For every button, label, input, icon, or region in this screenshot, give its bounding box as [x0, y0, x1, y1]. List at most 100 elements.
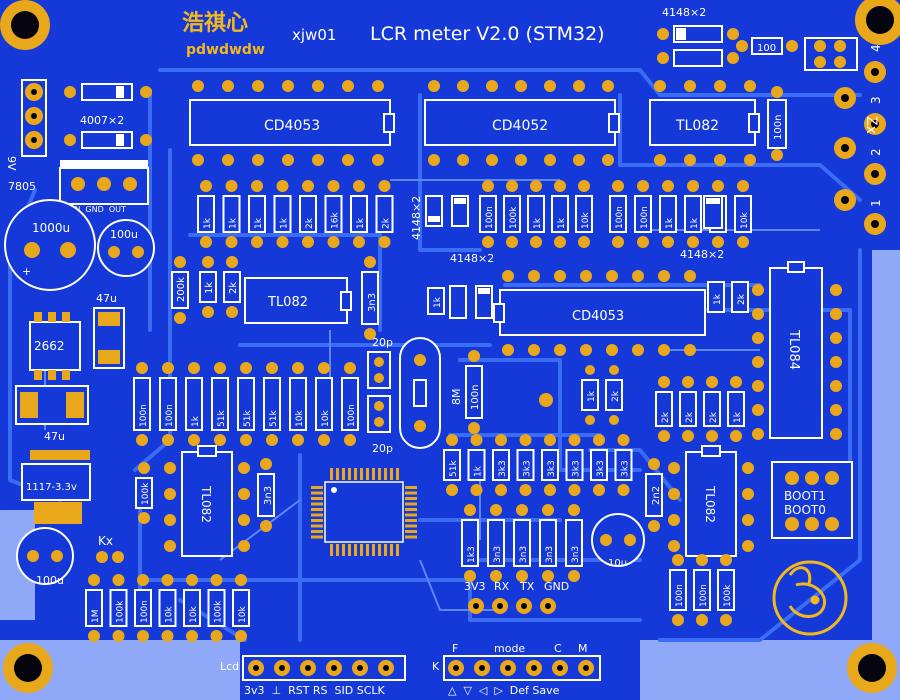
cap-20p-a-label: 20p: [372, 336, 393, 349]
resistor-value: 51k: [449, 460, 459, 477]
resistor-value: 2k: [709, 411, 719, 423]
kx-pads: [96, 551, 124, 563]
ic-2662: [29, 312, 81, 380]
resistor-value: 1k3: [467, 546, 477, 563]
key-label: K: [432, 660, 440, 673]
resistor-value: 2k: [685, 411, 695, 423]
resistor-value: 100n: [485, 206, 495, 229]
resistor-value: 100n: [347, 404, 357, 427]
resistor-value: 100k: [214, 600, 224, 623]
resistor-value: 100n: [675, 584, 685, 607]
resistor: 100n: [341, 362, 359, 446]
resistor: 1k: [197, 180, 215, 248]
resistor: 3n3: [539, 504, 557, 582]
resistor: 3n3: [565, 504, 583, 582]
resistor: 10k: [575, 180, 593, 248]
key-f-label: F: [452, 642, 458, 655]
resistor: 100k: [503, 180, 521, 248]
resistor-2k-left-label: 2k: [228, 282, 239, 294]
resistor-value: 3n3: [493, 546, 503, 563]
resistor-value: 10k: [295, 410, 305, 427]
uart-tx-label: TX: [519, 580, 535, 593]
resistor: 3n3: [487, 504, 505, 582]
resistor-1k-cd: [427, 287, 445, 315]
resistor: 1k: [684, 180, 702, 248]
resistor-value: 3k3: [547, 460, 557, 477]
resistor: 1k: [467, 434, 486, 496]
resistor-100n-right: 100n: [767, 86, 787, 161]
pad-row-top-chips: [192, 80, 756, 166]
resistor: 100n: [669, 554, 687, 626]
cap-1000u-label: 1000u: [32, 221, 70, 235]
regulator-pin-labels: IN GND OUT: [72, 205, 126, 214]
resistor-value: 100n: [165, 404, 175, 427]
resistor-1k-c-label: 1k: [587, 390, 597, 402]
zx-pin-3: 3: [869, 96, 883, 104]
boot0-label: BOOT0: [784, 503, 826, 517]
zx-pin-1: 1: [869, 199, 883, 207]
cap-2n2: [645, 458, 663, 532]
resistor-100-top: 100: [736, 37, 798, 55]
resistor: 10k: [315, 362, 333, 446]
resistor: 10k: [734, 180, 752, 248]
resistor-pair-center: [581, 365, 623, 425]
label-4148-right: 4148×2: [680, 248, 724, 261]
cap-2n2-label: 2n2: [651, 486, 662, 505]
resistor-value: 1k: [474, 465, 484, 477]
resistor: 51k: [237, 362, 255, 446]
resistor: 3k3: [565, 434, 584, 496]
board-edge-right: [872, 250, 900, 640]
resistor: 2k: [375, 180, 394, 248]
resistor: 1k3: [461, 504, 479, 582]
regulator-7805: [59, 160, 149, 205]
resistor-2k-left: [223, 256, 241, 318]
chip-tl082-mid-label: TL082: [267, 295, 308, 310]
resistor-value: 1k: [690, 217, 700, 229]
resistor-value: 1k: [229, 217, 239, 229]
resistor-value: 3k3: [596, 460, 606, 477]
resistor-value: 51k: [269, 410, 279, 427]
cap-100u-top: [97, 219, 155, 277]
inductor-47u-b: [15, 385, 89, 425]
label-4148-mid: 4148×2: [450, 252, 494, 265]
lcd-pin-labels: 3v3 ⊥ RST RS SID SCLK: [244, 684, 386, 697]
resistor: 10k: [232, 574, 250, 642]
resistor: 3k3: [541, 434, 559, 496]
label-4148-left: 4148×2: [410, 196, 423, 240]
resistor-value: 2k: [661, 411, 671, 423]
power-input-connector: [21, 79, 47, 157]
resistor-value: 3k3: [621, 460, 631, 477]
resistor: 100n: [133, 362, 151, 446]
resistor: 2k: [655, 376, 673, 442]
resistor-value: 51k: [217, 410, 227, 427]
regulator-1117-label: 1117-3.3v: [26, 482, 77, 493]
resistor-1k-left: [199, 256, 217, 318]
resistor: 1k: [248, 180, 266, 248]
resistor-1k-left-label: 1k: [204, 282, 215, 294]
resistor-value: 2k: [382, 217, 392, 229]
chip-tl084: [769, 261, 823, 439]
resistor: 1k: [659, 180, 677, 248]
resistor-value: 1k: [254, 217, 264, 229]
resistor-value: 10k: [189, 606, 199, 623]
cap-10u: [591, 513, 645, 567]
resistor: 100n: [134, 574, 152, 642]
chip-tl082-right-label: TL082: [703, 485, 717, 523]
resistor: 3k3: [614, 434, 633, 496]
resistor-value: 100n: [699, 584, 709, 607]
resistor-value: 100k: [116, 600, 126, 623]
chip-cd4053-mid: [493, 289, 706, 336]
resistor-value: 1M: [91, 610, 101, 624]
resistor: 1k: [350, 180, 368, 248]
resistor: 1M: [85, 574, 103, 642]
resistor-200k: [171, 256, 189, 324]
resistor-value: 1k: [533, 217, 543, 229]
inductor-47u-a: [93, 307, 125, 369]
logo-cn: 浩祺心: [182, 10, 248, 36]
chip-tl082-top: [649, 99, 760, 146]
chip-tl082-mid: [244, 277, 352, 324]
zx-pin-2: 2: [869, 148, 883, 156]
